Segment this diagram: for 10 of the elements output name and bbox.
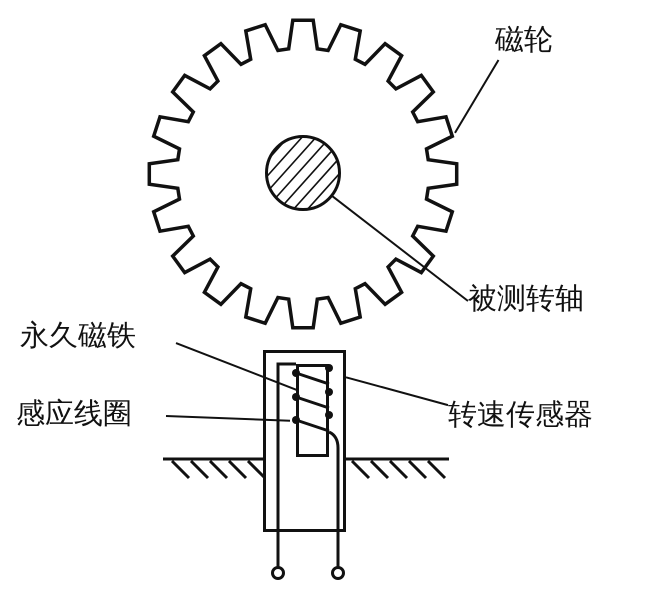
part-label: 磁轮 <box>495 24 565 60</box>
leader-line <box>454 59 500 134</box>
part-label: 感应线圈 <box>16 398 166 434</box>
part-label: 转速传感器 <box>448 399 630 435</box>
leader-line <box>166 415 290 422</box>
leader-line <box>176 342 298 391</box>
leader-line <box>331 195 469 302</box>
part-label: 被测转轴 <box>468 283 618 319</box>
part-label: 永久磁铁 <box>20 320 176 356</box>
leader-line <box>346 376 448 406</box>
